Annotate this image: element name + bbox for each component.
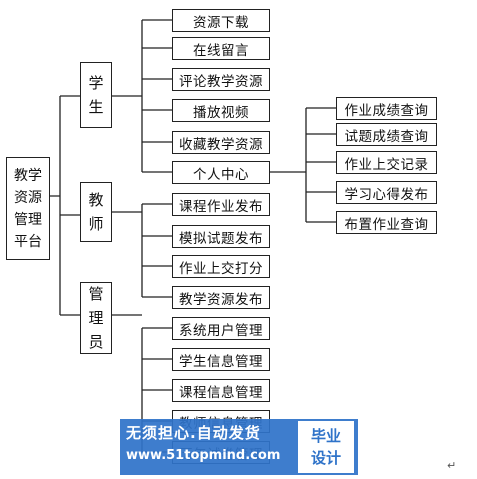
sub-leaf-node: 作业成绩查询 xyxy=(336,97,437,120)
group-node-teacher: 教师 xyxy=(80,182,112,242)
leaf-node: 作业上交打分 xyxy=(172,255,270,278)
leaf-node: 在线留言 xyxy=(172,37,270,60)
connector-personal-center xyxy=(270,107,336,223)
leaf-node: 学生信息管理 xyxy=(172,348,270,371)
group-label-line: 学 xyxy=(88,74,104,92)
leaf-node: 系统用户管理 xyxy=(172,317,270,340)
connector-admin xyxy=(112,314,172,453)
leaf-node: 课程作业发布 xyxy=(172,193,270,216)
leaf-node: 评论教学资源 xyxy=(172,68,270,91)
root-label-line: 资源 xyxy=(14,189,42,206)
leaf-node: 模拟试题发布 xyxy=(172,225,270,248)
paragraph-mark: ↵ xyxy=(447,459,457,472)
connector-student xyxy=(112,19,172,173)
leaf-node: 资源下载 xyxy=(172,9,270,32)
connector-root-to-groups xyxy=(50,95,80,316)
root-node: 教学资源管理平台 xyxy=(6,157,50,260)
group-label-line: 师 xyxy=(88,215,104,233)
sub-leaf-node: 布置作业查询 xyxy=(336,211,437,234)
group-label-line: 生 xyxy=(88,98,104,116)
watermark-badge-line: 设计 xyxy=(310,449,341,467)
watermark-url: www.51topmind.com xyxy=(126,448,281,463)
sub-leaf-node: 学习心得发布 xyxy=(336,181,437,204)
sub-leaf-node: 作业上交记录 xyxy=(336,151,437,174)
group-label-line: 理 xyxy=(88,309,104,327)
group-node-admin: 管理员 xyxy=(80,282,112,354)
group-label-line: 管 xyxy=(88,285,104,303)
root-label-line: 教学 xyxy=(14,167,42,184)
root-label-line: 平台 xyxy=(14,233,42,250)
root-label-line: 管理 xyxy=(14,211,42,228)
leaf-node: 教学资源发布 xyxy=(172,286,270,309)
watermark-badge: 毕业 设计 xyxy=(298,421,354,473)
leaf-node: 课程信息管理 xyxy=(172,379,270,402)
group-label-line: 员 xyxy=(88,333,104,351)
leaf-node: 个人中心 xyxy=(172,161,270,184)
watermark-text: 无须担心.自动发货 www.51topmind.com xyxy=(126,421,296,467)
leaf-node: 收藏教学资源 xyxy=(172,131,270,154)
connector-teacher xyxy=(112,203,172,298)
leaf-node: 播放视频 xyxy=(172,99,270,122)
group-label-line: 教 xyxy=(88,191,104,209)
sub-leaf-node: 试题成绩查询 xyxy=(336,123,437,146)
group-node-student: 学生 xyxy=(80,62,112,128)
watermark-badge-line: 毕业 xyxy=(310,427,341,445)
watermark-slogan: 无须担心.自动发货 xyxy=(126,424,261,442)
